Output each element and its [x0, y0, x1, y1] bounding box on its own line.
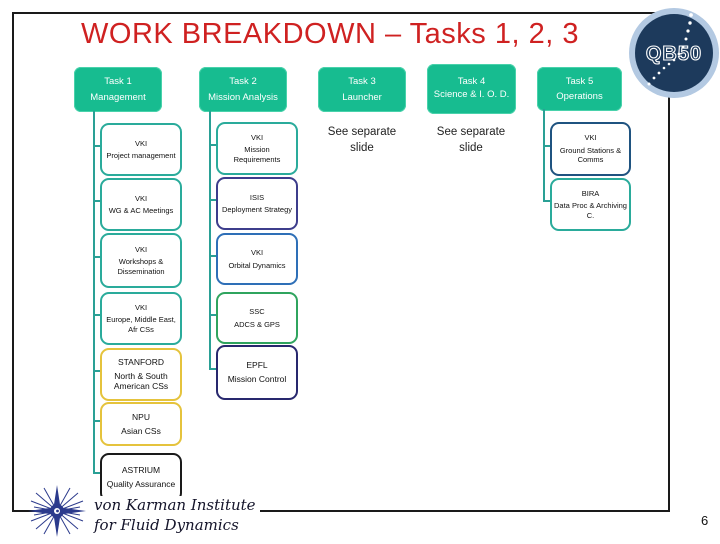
task5-connector-line: [543, 109, 545, 200]
org-label: BIRA: [581, 188, 600, 198]
org-label: VKI: [250, 248, 264, 258]
task3-see-note: See separate slide: [327, 126, 397, 154]
connector-stub: [93, 370, 100, 372]
connector-stub: [93, 256, 100, 258]
desc-label: North & South American CSs: [113, 370, 169, 392]
connector-stub: [93, 420, 100, 422]
connector-stub: [209, 314, 216, 316]
org-label: VKI: [134, 193, 148, 203]
connector-stub: [209, 255, 216, 257]
org-label: STANFORD: [117, 357, 165, 368]
task5-title: Task 5: [565, 75, 594, 87]
wbs-box-npu-asian-css: NPU Asian CSs: [100, 402, 182, 446]
task2-title: Task 2: [229, 76, 257, 88]
connector-stub: [209, 199, 216, 201]
connector-stub: [93, 472, 100, 474]
connector-stub: [543, 145, 550, 147]
task2-connector-line: [209, 111, 211, 368]
vki-logo: [26, 483, 88, 539]
task3-subtitle: Launcher: [342, 91, 382, 103]
connector-stub: [93, 145, 100, 147]
task2-subtitle: Mission Analysis: [208, 91, 278, 103]
org-label: SSC: [249, 307, 265, 317]
org-label: EPFL: [246, 360, 268, 371]
task1-subtitle: Management: [90, 91, 146, 103]
wbs-box-ssc-adcs-gps: SSC ADCS & GPS: [216, 292, 298, 344]
desc-label: Data Proc & Archiving C.: [554, 201, 627, 220]
vki-logo-graphic: [28, 485, 86, 537]
org-label: ASTRIUM: [121, 465, 161, 476]
task1-header: Task 1 Management: [74, 67, 162, 112]
task4-title: Task 4: [457, 76, 486, 88]
wbs-box-vki-workshops-dissemination: VKI Workshops & Dissemination: [100, 233, 182, 288]
desc-label: Asian CSs: [121, 425, 161, 436]
wbs-box-bira-data-proc: BIRA Data Proc & Archiving C.: [550, 178, 631, 231]
task4-see-note: See separate slide: [436, 126, 506, 154]
wbs-box-vki-orbital-dynamics: VKI Orbital Dynamics: [216, 233, 298, 285]
org-label: VKI: [134, 244, 148, 254]
desc-label: Europe, Middle East, Afr CSs: [106, 315, 176, 334]
page-number: 6: [701, 513, 709, 528]
task3-header: Task 3 Launcher: [318, 67, 406, 112]
institute-name: von Karman Institute for Fluid Dynamics: [94, 496, 260, 535]
desc-label: Deployment Strategy: [221, 205, 293, 214]
institute-name-line1: von Karman Institute: [94, 496, 256, 514]
connector-stub: [93, 200, 100, 202]
desc-label: Quality Assurance: [106, 479, 176, 489]
connector-stub: [543, 200, 550, 202]
slide-border-frame: [12, 12, 670, 512]
page-title: WORK BREAKDOWN – Tasks 1, 2, 3: [81, 18, 579, 50]
desc-label: WG & AC Meetings: [108, 206, 174, 215]
qb50-logo: QB50: [628, 4, 720, 102]
desc-label: ADCS & GPS: [234, 319, 280, 329]
wbs-box-epfl-mission-control: EPFL Mission Control: [216, 345, 298, 400]
wbs-box-vki-project-management: VKI Project management: [100, 123, 182, 176]
wbs-box-vki-wg-ac-meetings: VKI WG & AC Meetings: [100, 178, 182, 231]
connector-stub: [209, 368, 216, 370]
task5-header: Task 5 Operations: [537, 67, 622, 111]
connector-stub: [93, 314, 100, 316]
org-label: VKI: [250, 132, 264, 142]
wbs-box-vki-mission-requirements: VKI Mission Requirements: [216, 122, 298, 175]
task1-connector-line: [93, 111, 95, 473]
qb50-orbit-dots: [641, 5, 695, 93]
institute-name-line2: for Fluid Dynamics: [94, 515, 239, 534]
desc-label: Project management: [106, 151, 176, 160]
wbs-box-isis-deployment-strategy: ISIS Deployment Strategy: [216, 177, 298, 230]
task4-subtitle: Science & I. O. D.: [433, 89, 510, 100]
desc-label: Mission Requirements: [233, 145, 281, 164]
qb50-logo-text: QB50: [646, 43, 702, 65]
task4-header: Task 4 Science & I. O. D.: [427, 64, 516, 114]
org-label: VKI: [134, 302, 148, 312]
task3-title: Task 3: [348, 76, 376, 88]
org-label: ISIS: [249, 192, 265, 202]
task5-subtitle: Operations: [556, 91, 603, 102]
desc-label: Ground Stations & Comms: [559, 145, 622, 165]
task1-title: Task 1: [104, 76, 132, 88]
wbs-box-vki-europe-middle-east: VKI Europe, Middle East, Afr CSs: [100, 292, 182, 345]
org-label: NPU: [132, 411, 150, 422]
wbs-box-astrium-quality-assurance: ASTRIUM Quality Assurance: [100, 453, 182, 502]
wbs-box-stanford-american-css: STANFORD North & South American CSs: [100, 348, 182, 401]
desc-label: Orbital Dynamics: [228, 260, 286, 270]
connector-stub: [209, 144, 216, 146]
task2-header: Task 2 Mission Analysis: [199, 67, 287, 112]
wbs-box-vki-ground-stations: VKI Ground Stations & Comms: [550, 122, 631, 176]
org-label: VKI: [134, 138, 148, 148]
org-label: VKI: [584, 133, 597, 143]
qb50-logo-graphic: QB50: [629, 5, 719, 98]
desc-label: Workshops & Dissemination: [117, 257, 165, 276]
desc-label: Mission Control: [227, 374, 287, 384]
